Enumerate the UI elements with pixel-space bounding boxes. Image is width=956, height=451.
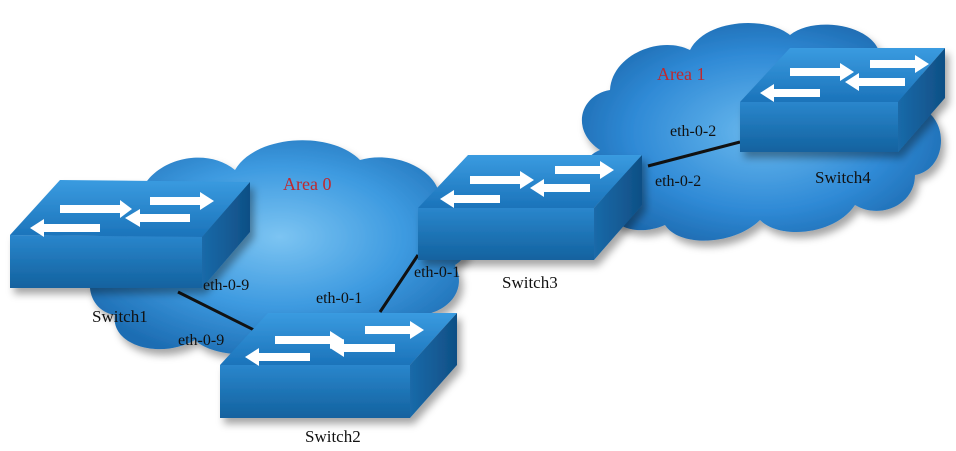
switch3-label: Switch3 bbox=[502, 273, 558, 292]
switch4-arrows-icon bbox=[760, 55, 929, 102]
switch1[interactable] bbox=[10, 180, 250, 288]
switch2-label: Switch2 bbox=[305, 427, 361, 446]
switch3-arrows-icon bbox=[440, 161, 614, 208]
port-label-switch3-eth-0-2: eth-0-2 bbox=[655, 173, 701, 190]
switch3[interactable] bbox=[418, 155, 642, 260]
area-0-label: Area 0 bbox=[283, 174, 331, 194]
switch2[interactable] bbox=[220, 313, 457, 418]
port-label-switch4-eth-0-2: eth-0-2 bbox=[670, 123, 716, 140]
switch1-arrows-icon bbox=[30, 192, 214, 237]
switch2-arrows-icon bbox=[245, 321, 424, 366]
switch4[interactable] bbox=[740, 48, 945, 152]
port-label-switch2-eth-0-9: eth-0-9 bbox=[178, 332, 224, 349]
area-1-label: Area 1 bbox=[657, 64, 705, 84]
port-label-switch2-eth-0-1: eth-0-1 bbox=[316, 290, 362, 307]
links bbox=[177, 140, 741, 336]
switch4-label: Switch4 bbox=[815, 168, 871, 187]
port-label-switch3-eth-0-1: eth-0-1 bbox=[414, 264, 460, 281]
link-switch3-switch4 bbox=[647, 140, 741, 168]
port-label-switch1-eth-0-9: eth-0-9 bbox=[203, 277, 249, 294]
switch1-label: Switch1 bbox=[92, 307, 148, 326]
link-switch2-switch3 bbox=[378, 254, 420, 313]
link-switch1-switch2 bbox=[177, 290, 263, 336]
